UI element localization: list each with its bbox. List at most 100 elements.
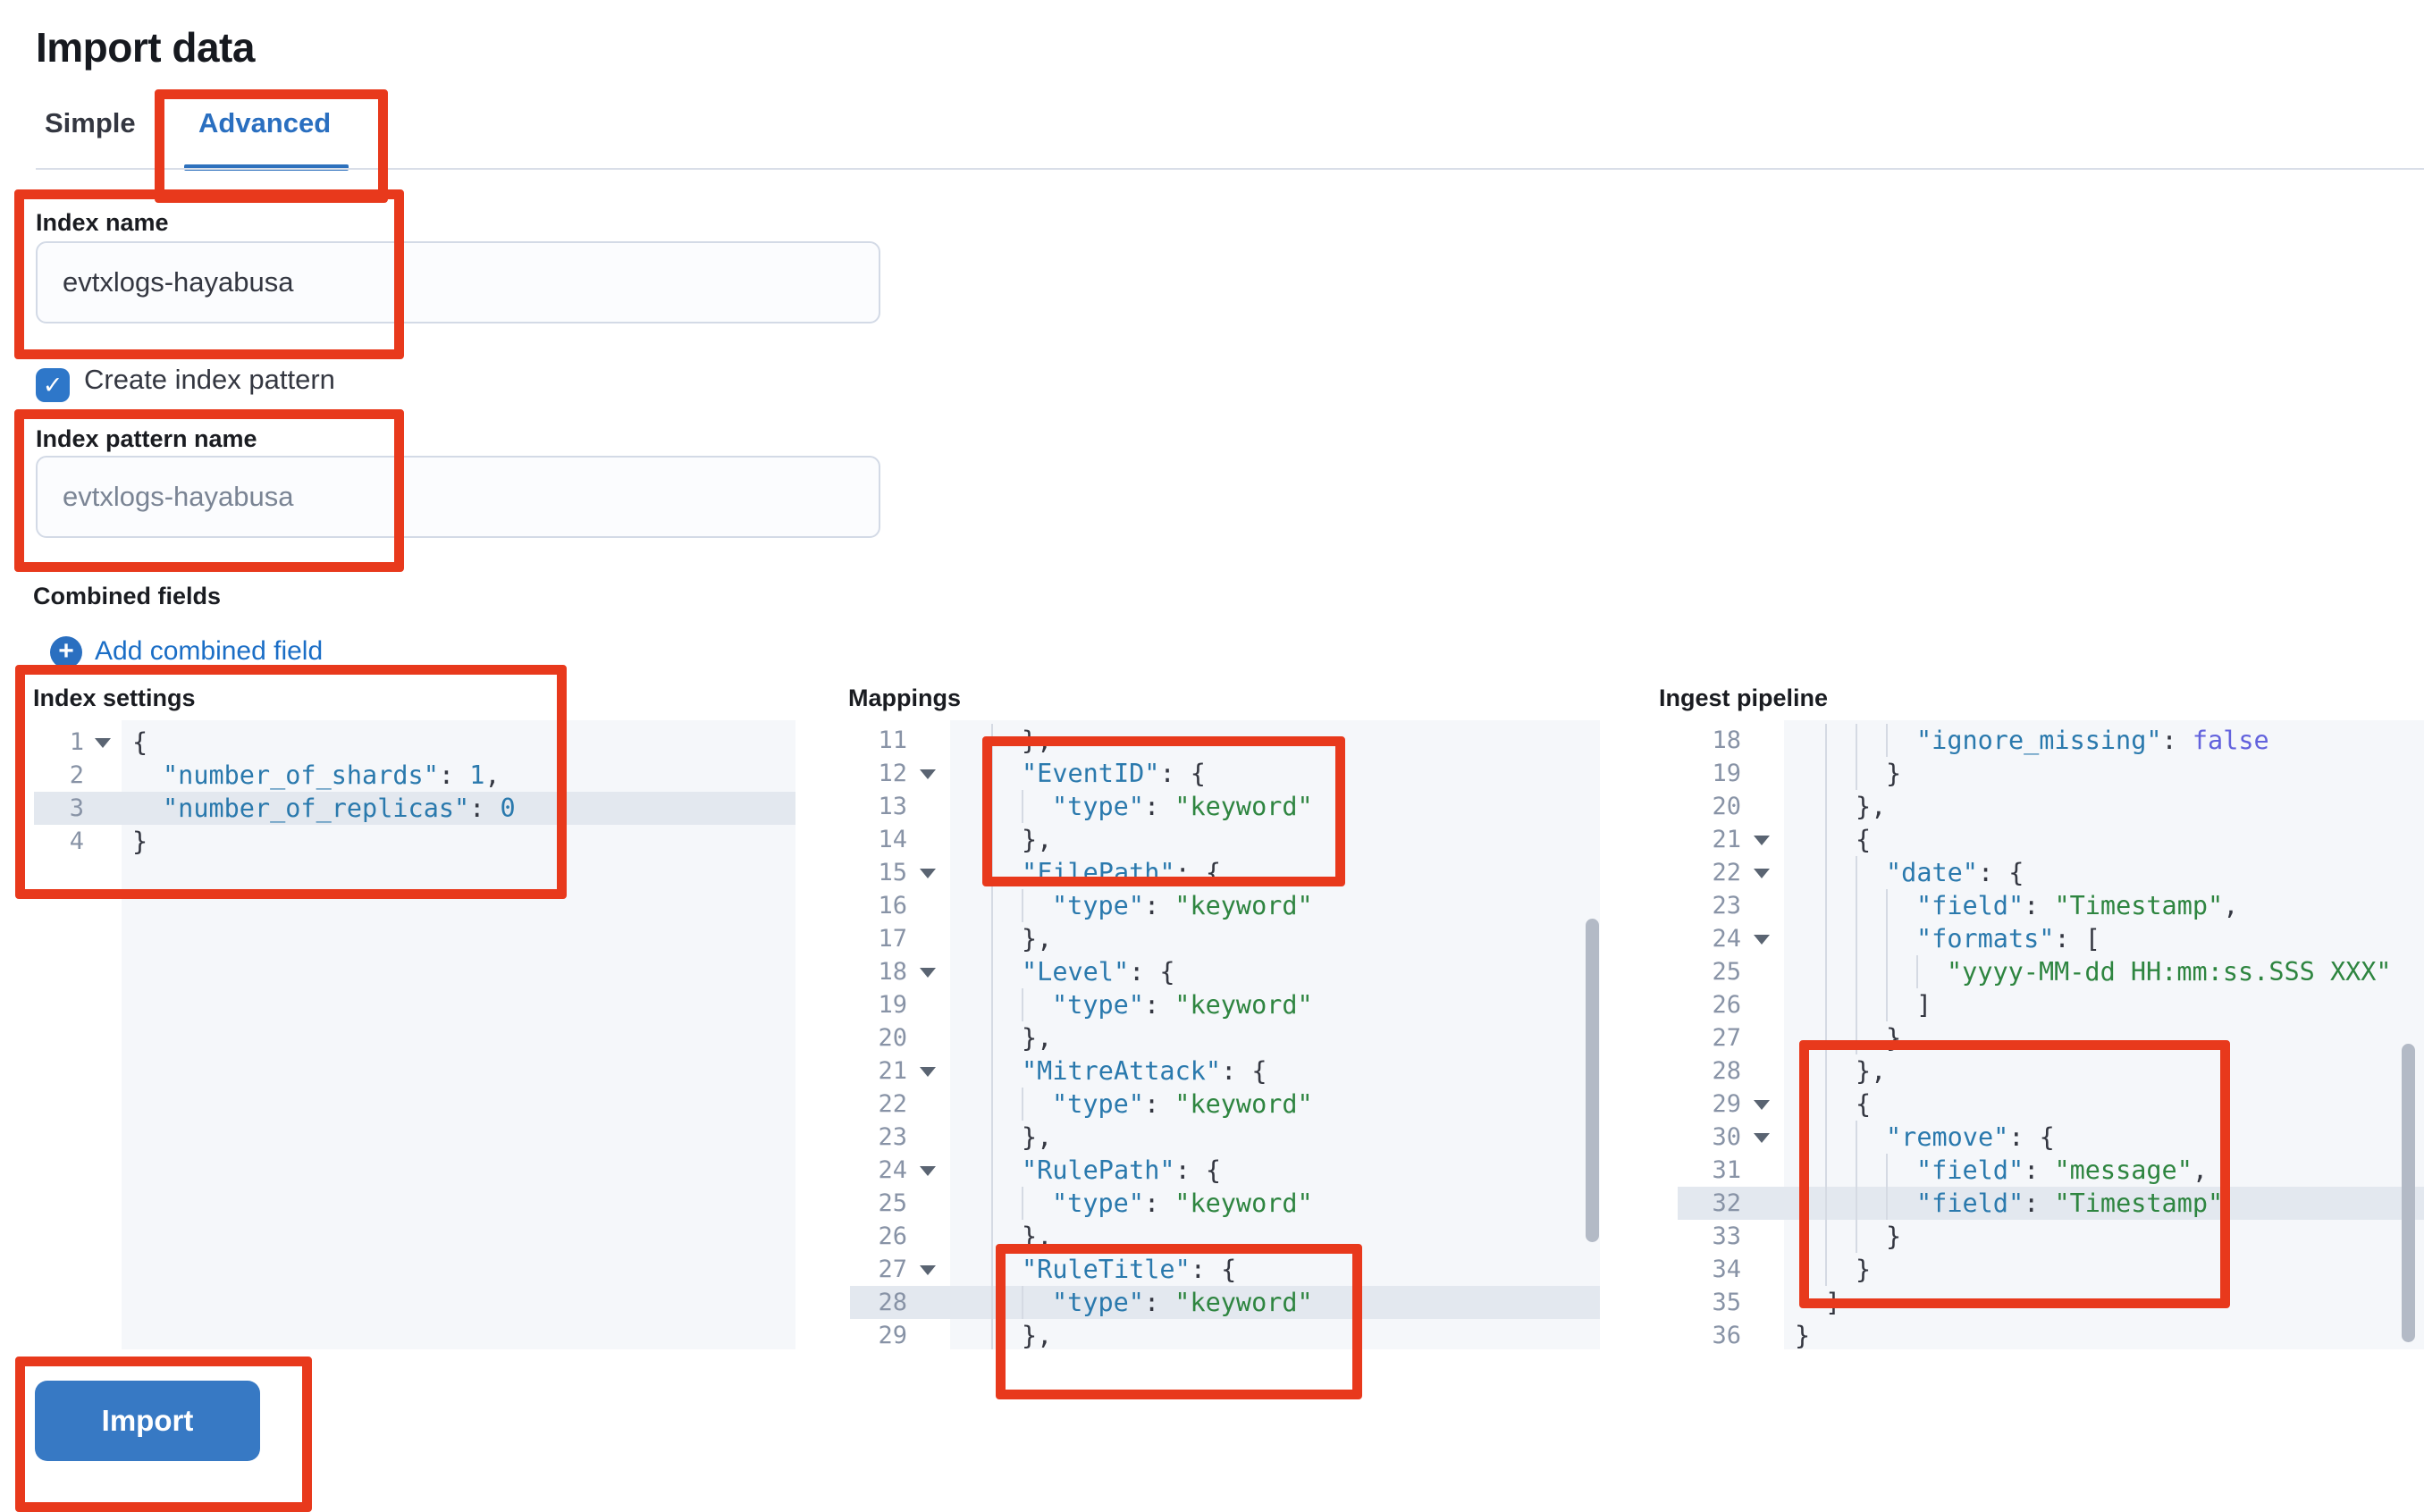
gutter-line-number: 30 (1678, 1121, 1784, 1154)
fold-caret-icon[interactable] (920, 869, 936, 878)
editor-content[interactable]: { "number_of_shards": 1,"number_of_replic… (122, 720, 795, 1349)
code-line[interactable]: "RulePath": { (950, 1154, 1600, 1187)
gutter-line-number: 27 (850, 1253, 950, 1286)
code-line[interactable]: "EventID": { (950, 757, 1600, 790)
code-line[interactable]: } (132, 827, 148, 856)
fold-caret-icon[interactable] (1754, 1133, 1770, 1143)
code-line[interactable]: } (1784, 1220, 2424, 1253)
fold-caret-icon[interactable] (95, 738, 111, 748)
code-line[interactable]: "type": "keyword" (950, 889, 1600, 922)
gutter-line-number: 23 (878, 1123, 907, 1151)
code-line[interactable]: "yyyy-MM-dd HH:mm:ss.SSS XXX" (1784, 955, 2424, 988)
gutter-line-number: 19 (1712, 760, 1741, 787)
code-line[interactable]: "date": { (1784, 856, 2424, 889)
code-line[interactable]: } (1784, 1021, 2424, 1054)
gutter-line-number: 13 (878, 793, 907, 820)
code-line[interactable]: { (132, 727, 148, 757)
code-line[interactable]: "remove": { (1784, 1121, 2424, 1154)
code-line[interactable]: }, (1784, 790, 2424, 823)
code-line[interactable]: { (1784, 1088, 2424, 1121)
index-name-input[interactable] (36, 241, 880, 323)
gutter-line-number: 14 (878, 826, 907, 853)
gutter-line-number: 34 (1712, 1256, 1741, 1283)
tab-simple[interactable]: Simple (45, 107, 136, 139)
code-line[interactable]: "type": "keyword" (950, 1088, 1600, 1121)
code-line[interactable]: }, (950, 823, 1600, 856)
gutter-line-number: 20 (1712, 793, 1741, 820)
fold-caret-icon[interactable] (920, 769, 936, 779)
gutter-line-number: 21 (850, 1054, 950, 1088)
gutter-line-number: 2 (69, 761, 84, 789)
code-line[interactable]: "type": "keyword" (950, 988, 1600, 1021)
code-line[interactable]: ] (1825, 1288, 1841, 1317)
code-line[interactable]: }, (950, 1220, 1600, 1253)
editor-content[interactable]: "ignore_missing": false}},{"date": {"fie… (1784, 720, 2424, 1349)
gutter-line-number: 1 (34, 726, 122, 759)
gutter-line-number: 24 (1678, 922, 1784, 955)
code-line[interactable]: "RuleTitle": { (950, 1253, 1600, 1286)
code-line[interactable]: "field": "Timestamp" (1784, 1187, 2424, 1220)
code-line[interactable]: }, (950, 1121, 1600, 1154)
index-pattern-name-label: Index pattern name (36, 425, 257, 452)
code-line[interactable]: }, (950, 1319, 1600, 1349)
gutter-line-number: 21 (1678, 823, 1784, 856)
ingest-scrollbar-thumb[interactable] (2402, 1044, 2415, 1342)
code-line[interactable]: "Level": { (950, 955, 1600, 988)
code-line[interactable]: "FilePath": { (950, 856, 1600, 889)
import-button[interactable]: Import (35, 1381, 260, 1461)
fold-caret-icon[interactable] (1754, 836, 1770, 845)
code-line[interactable]: } (1784, 1253, 2424, 1286)
add-combined-field-link[interactable]: Add combined field (95, 636, 324, 666)
code-line[interactable]: }, (950, 1021, 1600, 1054)
tab-advanced[interactable]: Advanced (198, 107, 332, 139)
fold-caret-icon[interactable] (920, 1166, 936, 1176)
create-index-pattern-checkbox[interactable]: ✓ (36, 368, 70, 402)
code-line[interactable]: }, (950, 724, 1600, 757)
editor-content[interactable]: },"EventID": {"type": "keyword"},"FilePa… (950, 720, 1600, 1349)
gutter-line-number: 3 (34, 792, 122, 825)
fold-caret-icon[interactable] (920, 1067, 936, 1077)
fold-caret-icon[interactable] (920, 1265, 936, 1275)
fold-caret-icon[interactable] (1754, 935, 1770, 945)
gutter-line-number: 22 (878, 1090, 907, 1118)
gutter-line-number: 26 (878, 1222, 907, 1250)
plus-circle-icon: + (50, 636, 82, 668)
code-line[interactable]: "number_of_replicas": 0 (122, 792, 795, 825)
gutter-line-number: 12 (850, 757, 950, 790)
code-line[interactable]: }, (950, 922, 1600, 955)
gutter-line-number: 28 (850, 1286, 950, 1319)
gutter-line-number: 17 (878, 925, 907, 953)
code-line[interactable]: "formats": [ (1784, 922, 2424, 955)
code-line[interactable]: }, (1784, 1054, 2424, 1088)
code-line[interactable]: "type": "keyword" (950, 1286, 1600, 1319)
code-line[interactable]: "field": "Timestamp", (1784, 889, 2424, 922)
gutter-line-number: 35 (1712, 1289, 1741, 1316)
mappings-scrollbar-thumb[interactable] (1586, 919, 1599, 1242)
gutter-line-number: 29 (878, 1322, 907, 1349)
code-line[interactable]: "type": "keyword" (950, 1187, 1600, 1220)
code-line[interactable]: { (1784, 823, 2424, 856)
gutter-line-number: 36 (1712, 1322, 1741, 1349)
code-line[interactable]: ] (1784, 988, 2424, 1021)
code-line[interactable]: } (1795, 1321, 1811, 1349)
code-line[interactable]: "field": "message", (1784, 1154, 2424, 1187)
code-line[interactable]: "type": "keyword" (950, 790, 1600, 823)
code-line[interactable]: "ignore_missing": false (1784, 724, 2424, 757)
gutter-line-number: 28 (1712, 1057, 1741, 1085)
fold-caret-icon[interactable] (1754, 869, 1770, 878)
fold-caret-icon[interactable] (920, 968, 936, 978)
gutter-line-number: 22 (1678, 856, 1784, 889)
gutter-line-number: 23 (1712, 892, 1741, 920)
index-pattern-name-input[interactable] (36, 456, 880, 538)
code-line[interactable]: } (1784, 757, 2424, 790)
code-line[interactable]: "MitreAttack": { (950, 1054, 1600, 1088)
gutter-line-number: 31 (1712, 1156, 1741, 1184)
gutter-line-number: 29 (1678, 1088, 1784, 1121)
fold-caret-icon[interactable] (1754, 1100, 1770, 1110)
code-line[interactable]: "number_of_shards": 1, (163, 760, 501, 790)
gutter-line-number: 11 (878, 727, 907, 754)
